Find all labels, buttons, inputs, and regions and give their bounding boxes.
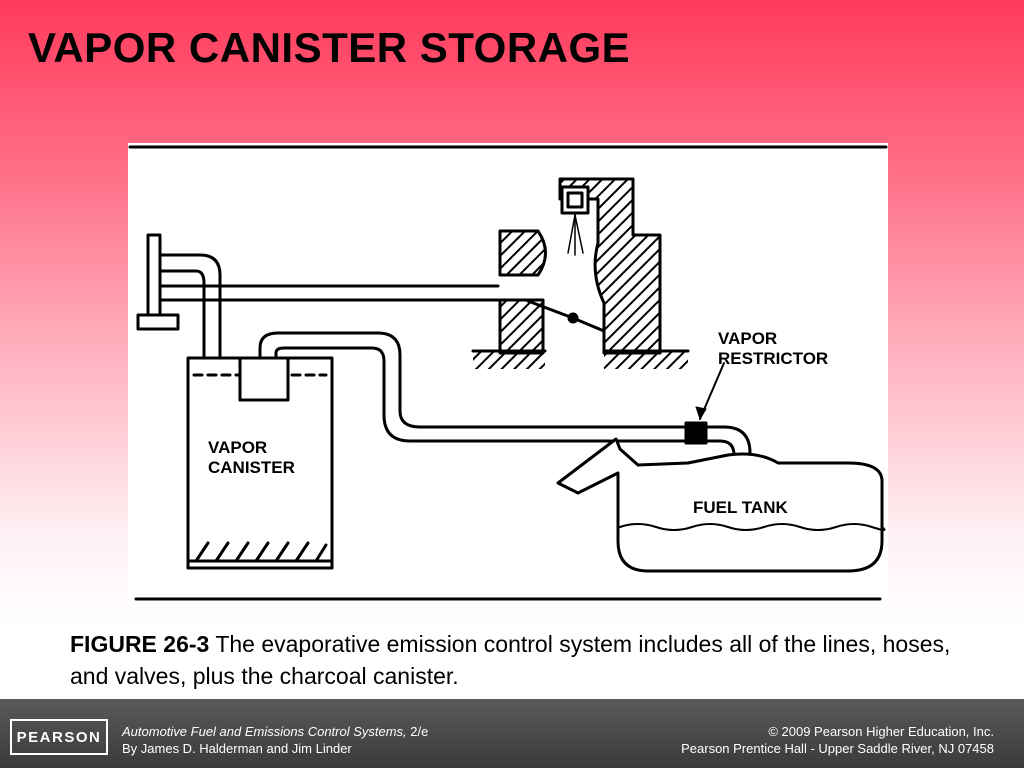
slide-title: VAPOR CANISTER STORAGE [28, 24, 631, 71]
figure-caption: FIGURE 26-3 The evaporative emission con… [70, 628, 990, 692]
vapor-canister-label-line1: VAPOR [208, 438, 267, 457]
vapor-restrictor-label-line2: RESTRICTOR [718, 349, 828, 368]
vapor-canister [186, 356, 334, 570]
footer-copyright: © 2009 Pearson Higher Education, Inc. Pe… [681, 723, 994, 757]
figure-number: FIGURE 26-3 [70, 631, 210, 657]
book-edition: 2/e [410, 724, 429, 739]
footer-book-info: Automotive Fuel and Emissions Control Sy… [122, 723, 428, 757]
copyright-text: © 2009 Pearson Higher Education, Inc. [768, 724, 994, 739]
carburetor [471, 177, 690, 369]
fuel-tank [556, 437, 886, 573]
diagram-svg: VAPOR RESTRICTOR VAPOR CANISTER FUEL TAN… [128, 145, 888, 601]
caption-text: The evaporative emission control system … [70, 631, 951, 689]
book-title: Automotive Fuel and Emissions Control Sy… [122, 724, 407, 739]
evap-system-diagram: VAPOR RESTRICTOR VAPOR CANISTER FUEL TAN… [128, 143, 888, 606]
footer-bar: PEARSON Automotive Fuel and Emissions Co… [0, 699, 1024, 768]
fuel-tank-label: FUEL TANK [693, 498, 788, 517]
vapor-restrictor-label-line1: VAPOR [718, 329, 777, 348]
pearson-logo: PEARSON [10, 719, 108, 755]
vapor-canister-label-line2: CANISTER [208, 458, 295, 477]
vent-pipe [136, 233, 222, 360]
book-authors: By James D. Halderman and Jim Linder [122, 741, 352, 756]
vapor-restrictor [684, 362, 725, 445]
publisher-text: Pearson Prentice Hall - Upper Saddle Riv… [681, 741, 994, 756]
